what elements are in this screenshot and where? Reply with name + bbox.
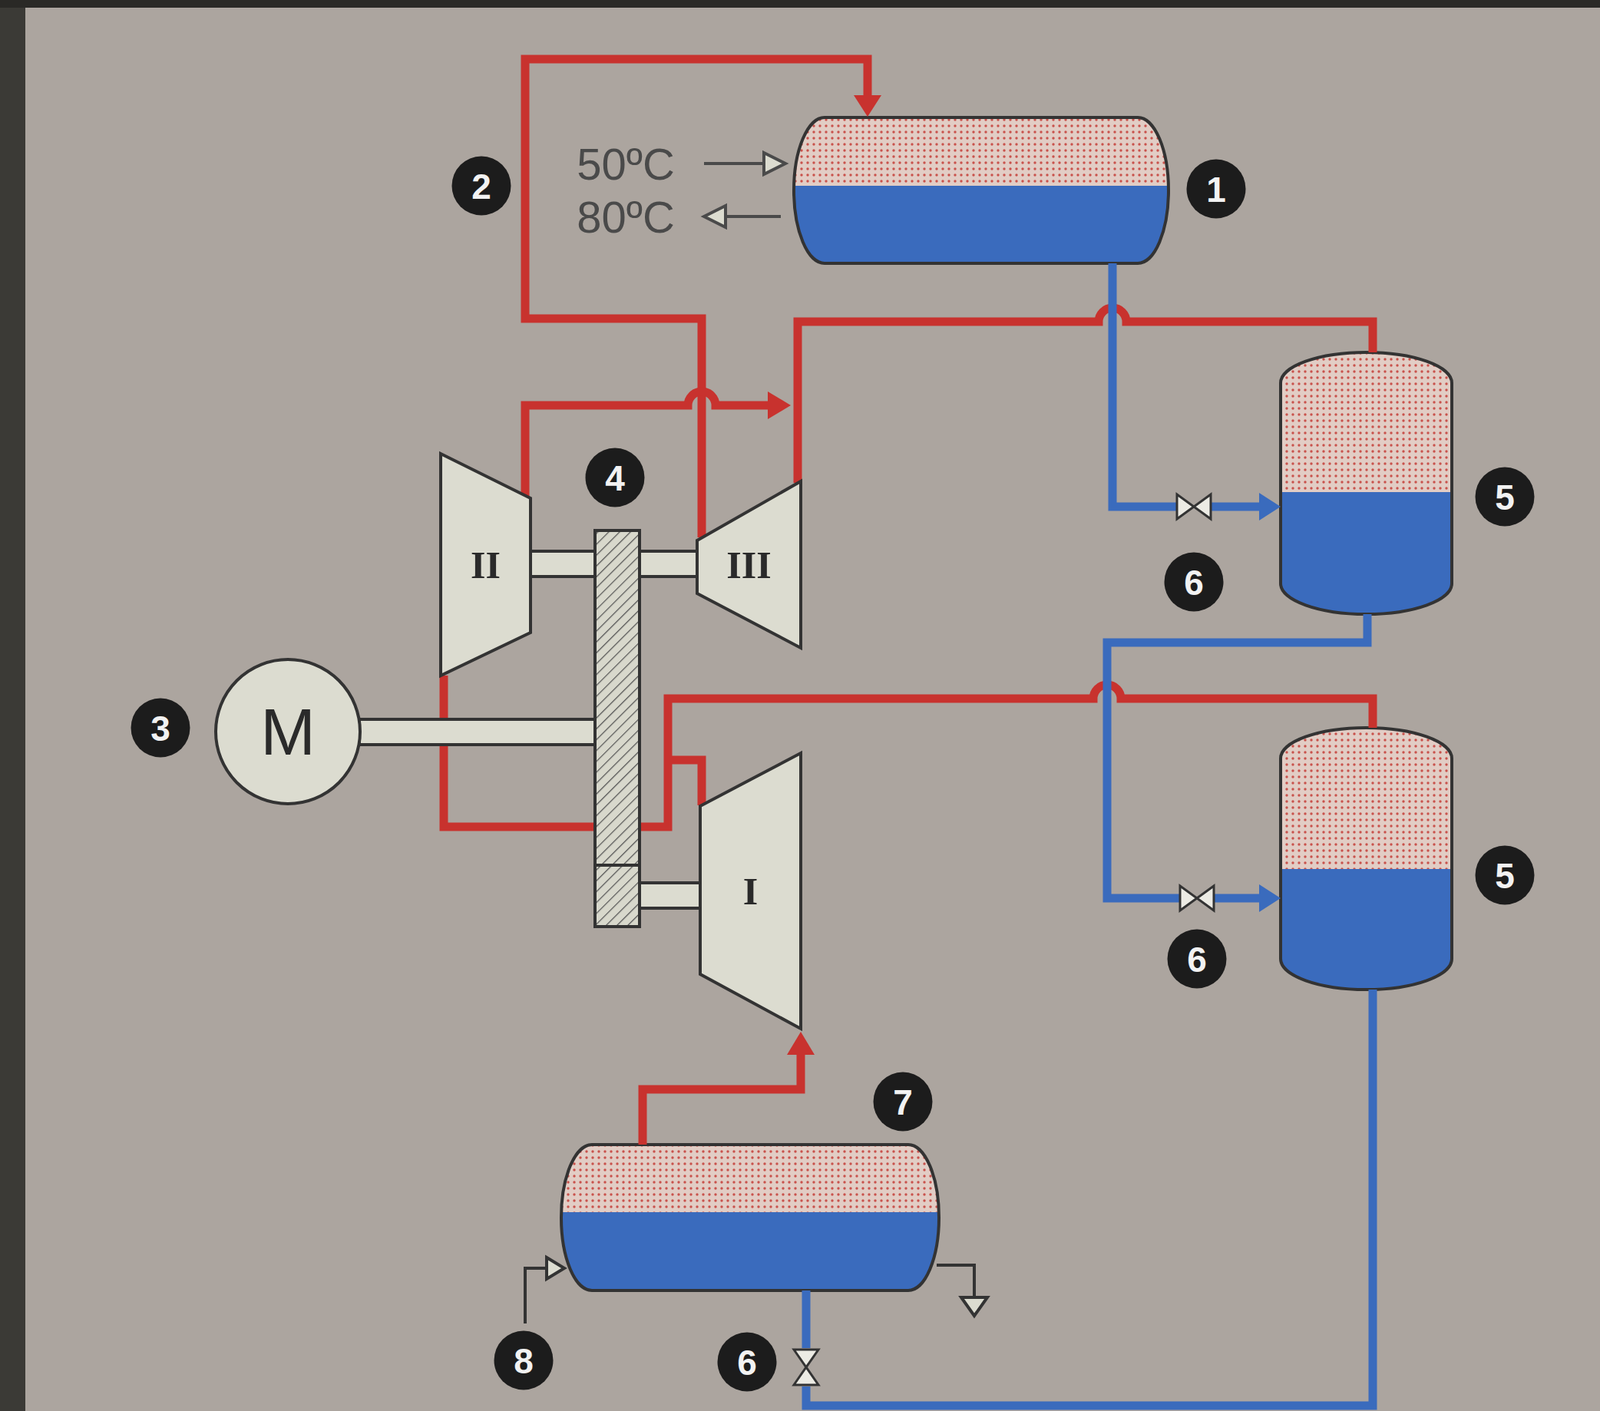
- photo-edge: [0, 0, 26, 1411]
- gearbox: [595, 530, 640, 927]
- liquid-line: [806, 263, 1373, 1406]
- callout-number: 2: [452, 156, 512, 216]
- temperature-label: 50ºC: [576, 138, 675, 190]
- vapour-line: [443, 59, 1373, 1145]
- stage-label: III: [726, 542, 771, 588]
- compressor-stage: II: [440, 453, 531, 676]
- callout-number: 8: [494, 1331, 554, 1391]
- separator-vessel: [1274, 721, 1459, 1000]
- stage-label: I: [743, 869, 758, 914]
- photo-edge: [0, 0, 1600, 8]
- condenser-vessel: [790, 115, 1175, 271]
- water-connection: [525, 1257, 988, 1324]
- motor-label: M: [260, 694, 316, 771]
- separator-vessel: [1274, 345, 1459, 623]
- callout-number: 5: [1475, 846, 1535, 906]
- compressor-stage: I: [700, 753, 801, 1029]
- motor-circle: M: [214, 657, 362, 806]
- stage-label: II: [470, 542, 501, 588]
- callout-number: 6: [1167, 929, 1227, 989]
- callout-number: 1: [1186, 159, 1247, 219]
- callout-number: 6: [1164, 552, 1224, 612]
- callout-number: 6: [717, 1332, 777, 1392]
- compressor-stage: III: [697, 481, 801, 648]
- evaporator-vessel: [556, 1140, 945, 1297]
- callout-number: 3: [131, 698, 191, 758]
- callout-number: 5: [1475, 467, 1535, 527]
- valve-symbol: [793, 494, 1214, 1386]
- callout-number: 7: [873, 1072, 933, 1132]
- callout-number: 4: [585, 448, 645, 508]
- arrowhead: [1259, 492, 1281, 913]
- temperature-label: 80ºC: [576, 191, 675, 243]
- temperature-arrow: [704, 152, 786, 228]
